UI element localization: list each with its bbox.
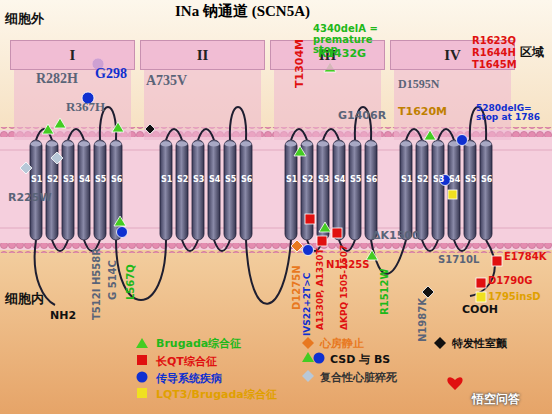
mutation-label: 1795insD — [488, 292, 541, 303]
mutation-label: D1275N — [292, 265, 303, 310]
segment-label: S3 — [63, 176, 74, 184]
mutation-label: A1330P, A1330T — [316, 248, 325, 330]
mutation-label: R367H — [66, 100, 105, 114]
mutation-label: D1790G — [488, 276, 532, 287]
legend-text: Brugada综合征 — [156, 336, 241, 351]
domain-header: II — [140, 40, 265, 70]
legend-text: 长QT综合征 — [156, 354, 217, 369]
mutation-label: L567Q — [126, 264, 137, 300]
segment-label: S6 — [111, 176, 122, 184]
mutation-label: T1304M — [294, 39, 306, 88]
segment-label: S5 — [465, 176, 476, 184]
legend-text: 特发性室颤 — [452, 336, 507, 351]
diagram-title: INa 钠通道 (SCN5A) — [175, 4, 310, 20]
mutation-label: 5280delG= stop at 1786 — [476, 104, 548, 123]
mutation-label: R1432G — [318, 48, 366, 60]
mutation-label: T1645M — [472, 60, 517, 71]
mutation-label: ΔKPQ 1505-1507 — [340, 245, 349, 330]
segment-label: S4 — [209, 176, 220, 184]
mutation-label: G298 — [95, 67, 127, 82]
segment-label: S1 — [286, 176, 297, 184]
segment-label: S3 — [193, 176, 204, 184]
mutation-label: E1784K — [504, 252, 546, 263]
region-label: NH2 — [50, 310, 76, 322]
mutation-label: N1987K — [418, 298, 429, 342]
mutation-label: D1595N — [398, 78, 439, 91]
mutation-label: G 514C — [108, 260, 119, 300]
domain-header: I — [10, 40, 135, 70]
segment-label: S4 — [79, 176, 90, 184]
segment-label: S6 — [481, 176, 492, 184]
region-label: 细胞外 — [5, 12, 44, 26]
region-label: 细胞内 — [5, 292, 44, 306]
legend-text: 复合性心脏猝死 — [320, 370, 397, 385]
mutation-label: IVS22+2T>C — [303, 273, 312, 336]
mutation-label: T512I H558R — [92, 248, 103, 320]
segment-label: S4 — [334, 176, 345, 184]
segment-label: S5 — [225, 176, 236, 184]
legend-text: 传导系统疾病 — [156, 371, 222, 386]
mutation-label: R282H — [36, 72, 78, 87]
segment-label: S3 — [433, 176, 444, 184]
legend-text: CSD 与 BS — [330, 352, 390, 367]
domain-number: I — [70, 47, 76, 64]
segment-label: S1 — [161, 176, 172, 184]
watermark: 悟空问答 — [472, 393, 520, 406]
segment-label: S2 — [47, 176, 58, 184]
mutation-label: R225W — [8, 192, 52, 204]
segment-label: S2 — [302, 176, 313, 184]
segment-label: S5 — [350, 176, 361, 184]
region-label: COOH — [462, 304, 498, 316]
legend-text: LQT3/Brugada综合征 — [156, 387, 277, 402]
mutation-label: R1623Q — [472, 36, 516, 47]
segment-label: S6 — [366, 176, 377, 184]
segment-label: S5 — [95, 176, 106, 184]
legend-text: 心房静止 — [320, 336, 364, 351]
segment-label: S2 — [177, 176, 188, 184]
segment-label: S2 — [417, 176, 428, 184]
mutation-label: R1644H — [472, 48, 516, 59]
mutation-label: G1406R — [338, 110, 386, 122]
domain-number: IV — [444, 47, 461, 64]
mutation-label: S1710L — [438, 255, 479, 266]
mutation-label: T1620M — [398, 106, 447, 118]
segment-label: S1 — [31, 176, 42, 184]
region-label: 区域 — [520, 46, 544, 59]
segment-label: S3 — [318, 176, 329, 184]
mutation-label: ΔK1500 — [372, 230, 420, 242]
domain-number: II — [197, 47, 209, 64]
segment-label: S1 — [401, 176, 412, 184]
mutation-label: A735V — [146, 74, 187, 89]
segment-label: S4 — [449, 176, 460, 184]
mutation-label: R1512W — [380, 268, 391, 315]
segment-label: S6 — [241, 176, 252, 184]
